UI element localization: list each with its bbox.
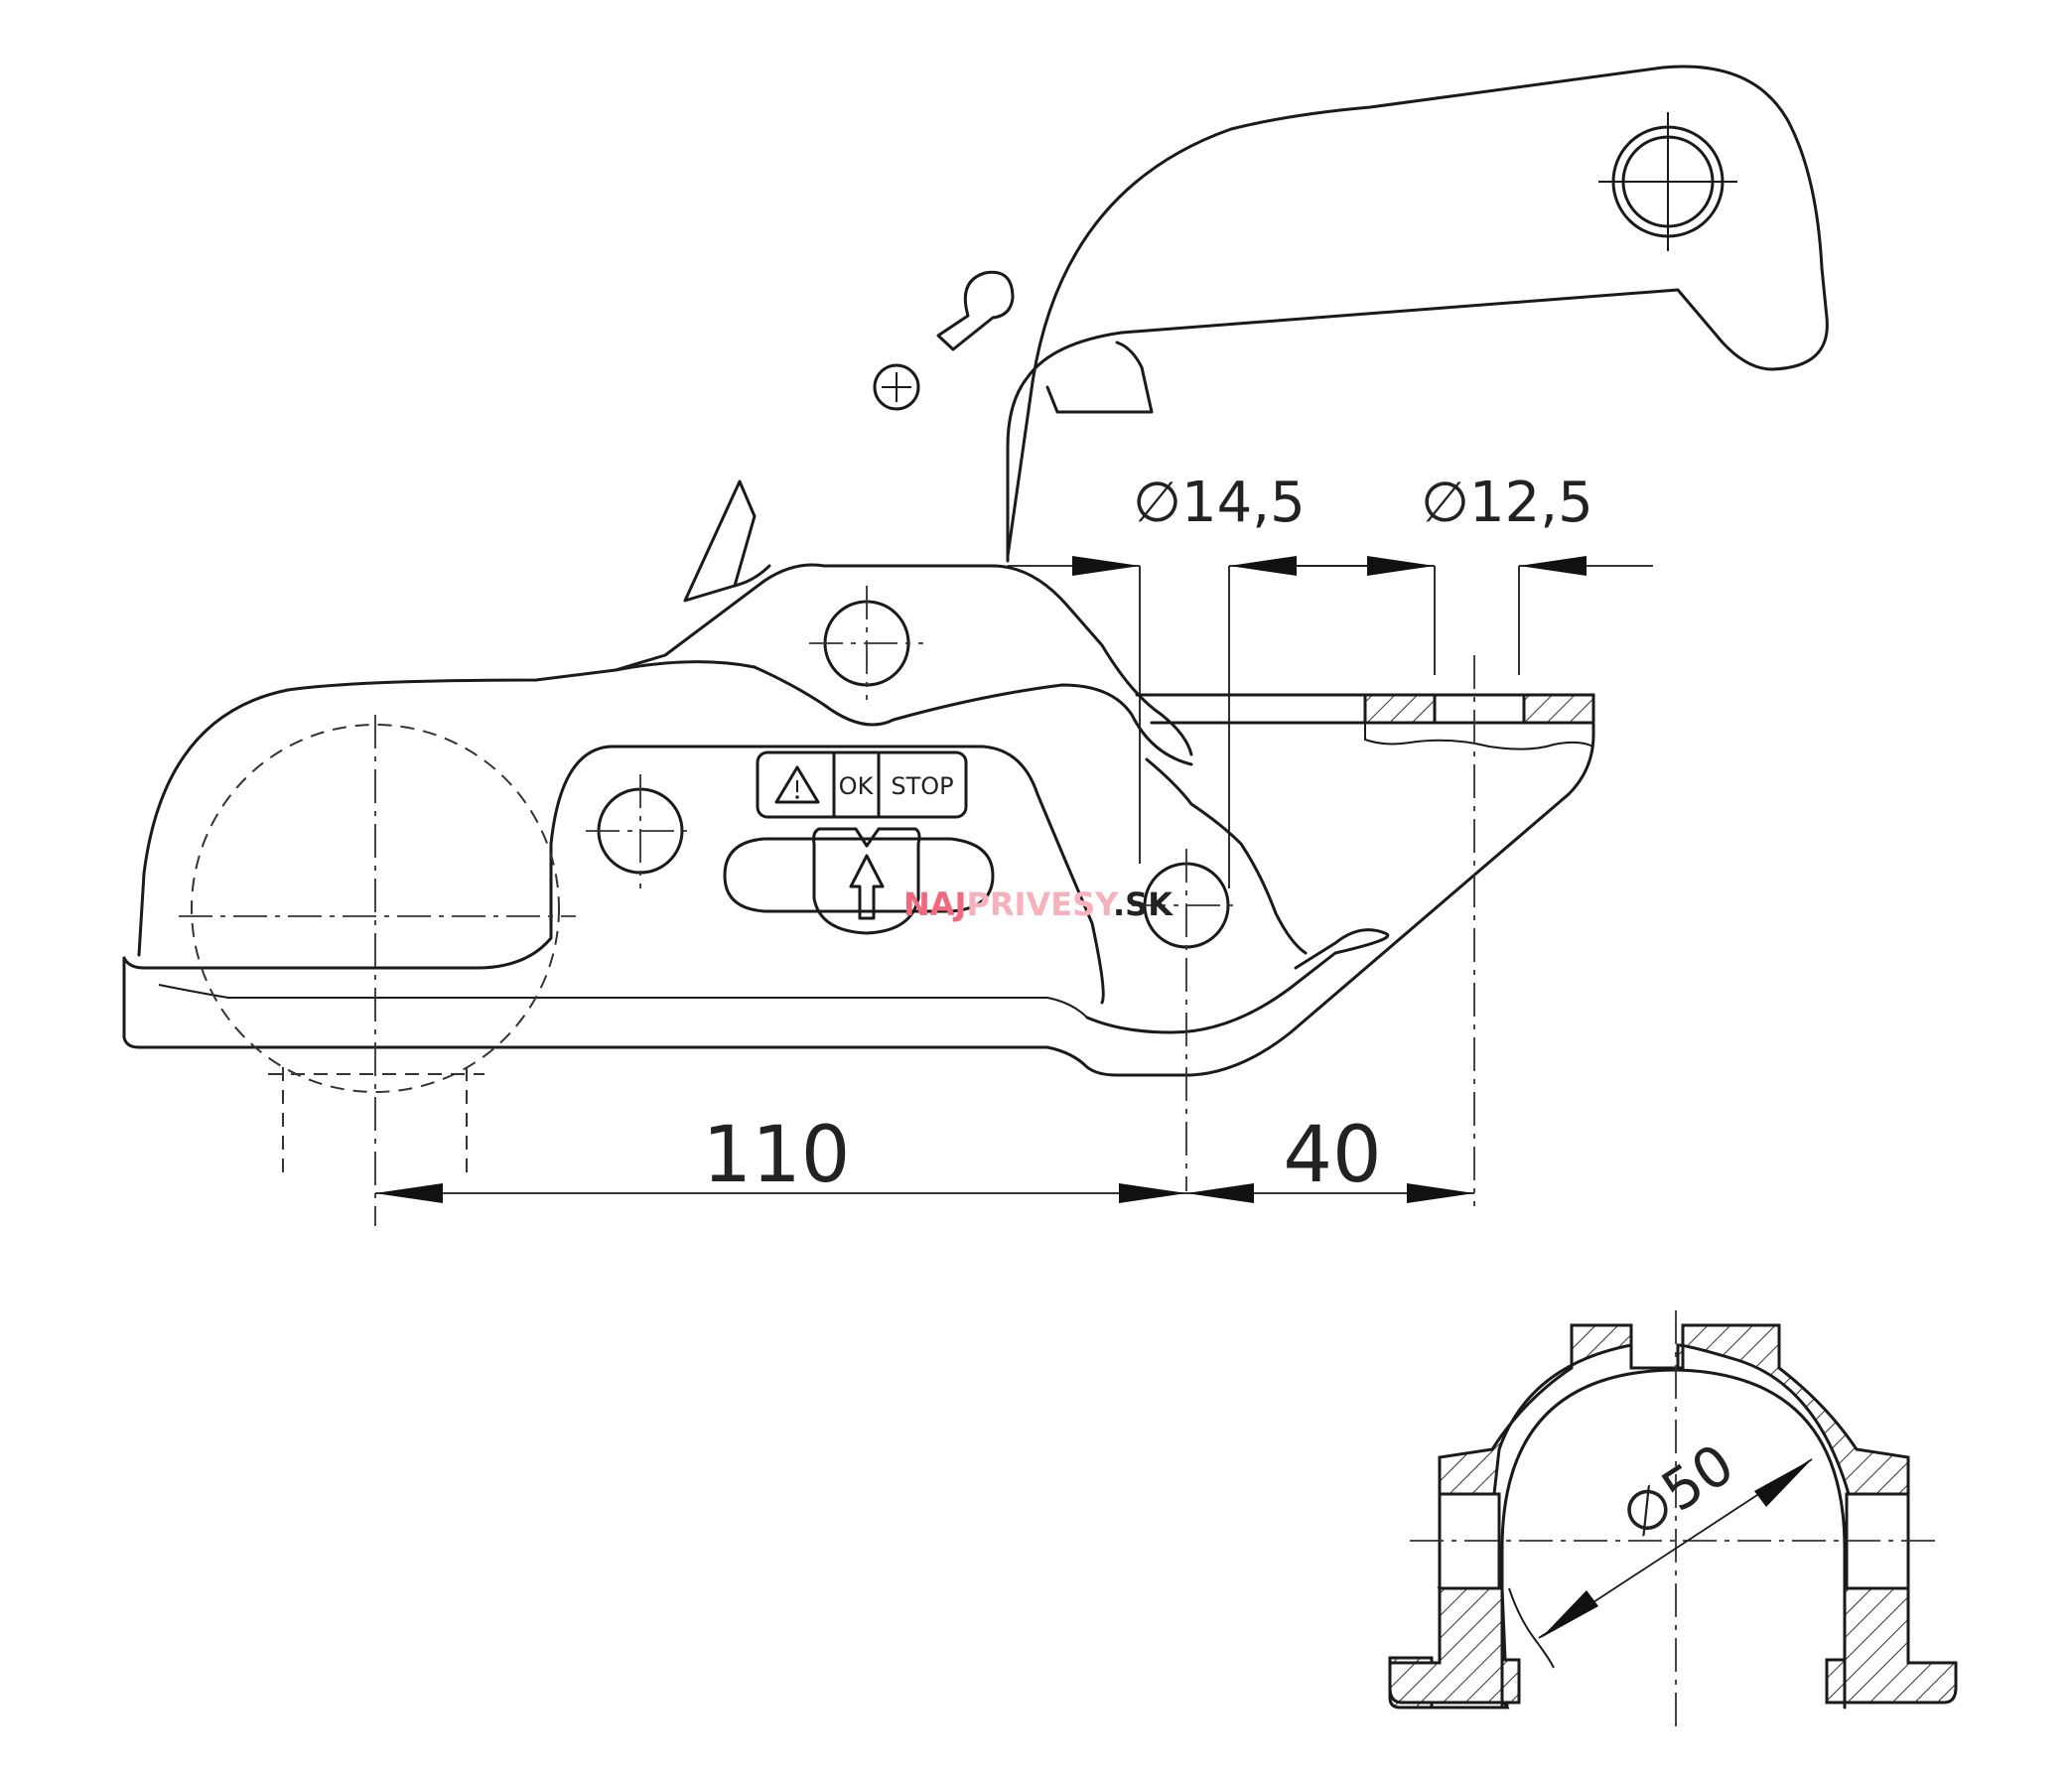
warning-triangle-icon [774,765,820,804]
handle-lever [683,65,1829,603]
dim-40-label: 40 [1283,1111,1381,1200]
watermark-part2: PRIVESY [966,886,1119,923]
top-hole [809,586,923,700]
dim-12-5: ∅12,5 [1291,471,1653,675]
dim-12-5-label: ∅12,5 [1421,471,1592,535]
dim-40: 40 [1186,1111,1474,1203]
watermark: NAJPRIVESY.SK [903,886,1174,923]
flange-section [1363,693,1595,725]
dim-50-label: ∅50 [1610,1432,1745,1552]
pivot-bolt-hole [1132,849,1241,1191]
indicator-slot [723,837,995,913]
stop-label: STOP [891,772,953,800]
front-hole [586,774,695,888]
watermark-part1: NAJ [903,886,966,923]
dim-14-5-label: ∅14,5 [1133,471,1305,535]
keyhole-icon [936,270,1015,351]
arrow-up-icon [849,854,885,920]
pivot-hole [873,363,920,411]
section-view: ∅50 [1388,1310,1958,1727]
ball-socket [179,715,576,1226]
dim-110: 110 [375,1111,1186,1203]
ok-label: OK [839,772,875,800]
watermark-part3: .SK [1113,886,1174,923]
dim-110-label: 110 [703,1111,851,1200]
indicator-pointer [812,827,921,935]
dim-14-5: ∅14,5 [1008,471,1368,888]
coupling-body [122,563,1595,1077]
indicator-panel: ⚠ OK STOP [723,750,995,935]
